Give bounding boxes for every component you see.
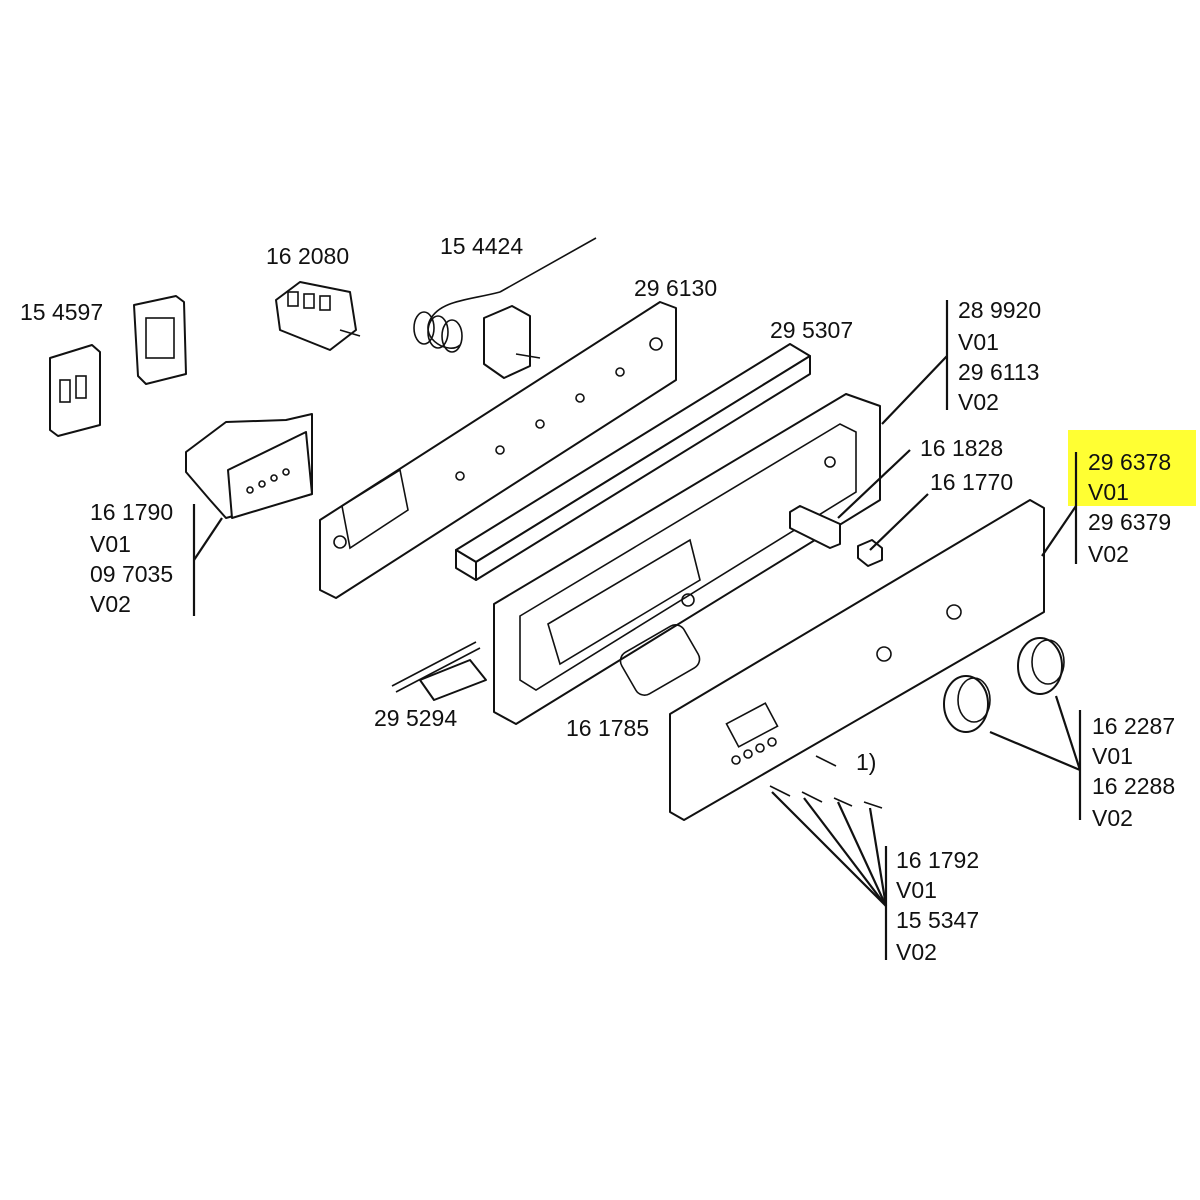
- label-161792-variant: V01: [896, 877, 937, 903]
- label-296379-variant: V02: [1088, 541, 1129, 567]
- label-154597: 15 4597: [20, 299, 103, 325]
- label-296378-variant: V01: [1088, 479, 1129, 505]
- clip-part-161828: [789, 505, 841, 549]
- label-161790-variant: V01: [90, 531, 131, 557]
- label-289920-variant: V01: [958, 329, 999, 355]
- label-155347: 15 5347: [896, 907, 979, 933]
- highlight-box: [1068, 430, 1196, 506]
- knob-part-162287: [943, 637, 1065, 733]
- label-295294: 29 5294: [374, 705, 457, 731]
- label-note-1: 1): [856, 749, 876, 775]
- leader-lines: [192, 300, 1082, 960]
- label-296379: 29 6379: [1088, 509, 1171, 535]
- bracket-part-154597: [49, 295, 187, 437]
- label-162287-variant: V01: [1092, 743, 1133, 769]
- screws-part-161792: [769, 755, 883, 809]
- label-162288-variant: V02: [1092, 805, 1133, 831]
- control-panel-part-296378: [669, 499, 1045, 821]
- front-frame-part-161785: [493, 393, 881, 725]
- label-296113-variant: V02: [958, 389, 999, 415]
- label-162288: 16 2288: [1092, 773, 1175, 799]
- label-295307: 29 5307: [770, 317, 853, 343]
- label-296378: 29 6378: [1088, 449, 1171, 475]
- label-161770: 16 1770: [930, 469, 1013, 495]
- label-161790: 16 1790: [90, 499, 173, 525]
- label-161792: 16 1792: [896, 847, 979, 873]
- label-155347-variant: V02: [896, 939, 937, 965]
- label-162287: 16 2287: [1092, 713, 1175, 739]
- angle-rail-part-295307: [455, 343, 811, 581]
- label-154424: 15 4424: [440, 233, 523, 259]
- display-module-part-161790: [185, 413, 313, 519]
- label-296130: 29 6130: [634, 275, 717, 301]
- thermostat-part-154424: [413, 237, 597, 379]
- label-289920: 28 9920: [958, 297, 1041, 323]
- long-bracket-part-296130: [319, 301, 677, 599]
- clip-part-161770: [857, 539, 883, 567]
- label-161828: 16 1828: [920, 435, 1003, 461]
- label-162080: 16 2080: [266, 243, 349, 269]
- label-097035-variant: V02: [90, 591, 131, 617]
- label-161785: 16 1785: [566, 715, 649, 741]
- selector-switch-part-162080: [275, 281, 361, 351]
- label-097035: 09 7035: [90, 561, 173, 587]
- label-296113: 29 6113: [958, 359, 1039, 385]
- wire-clip-part-295294: [391, 641, 487, 701]
